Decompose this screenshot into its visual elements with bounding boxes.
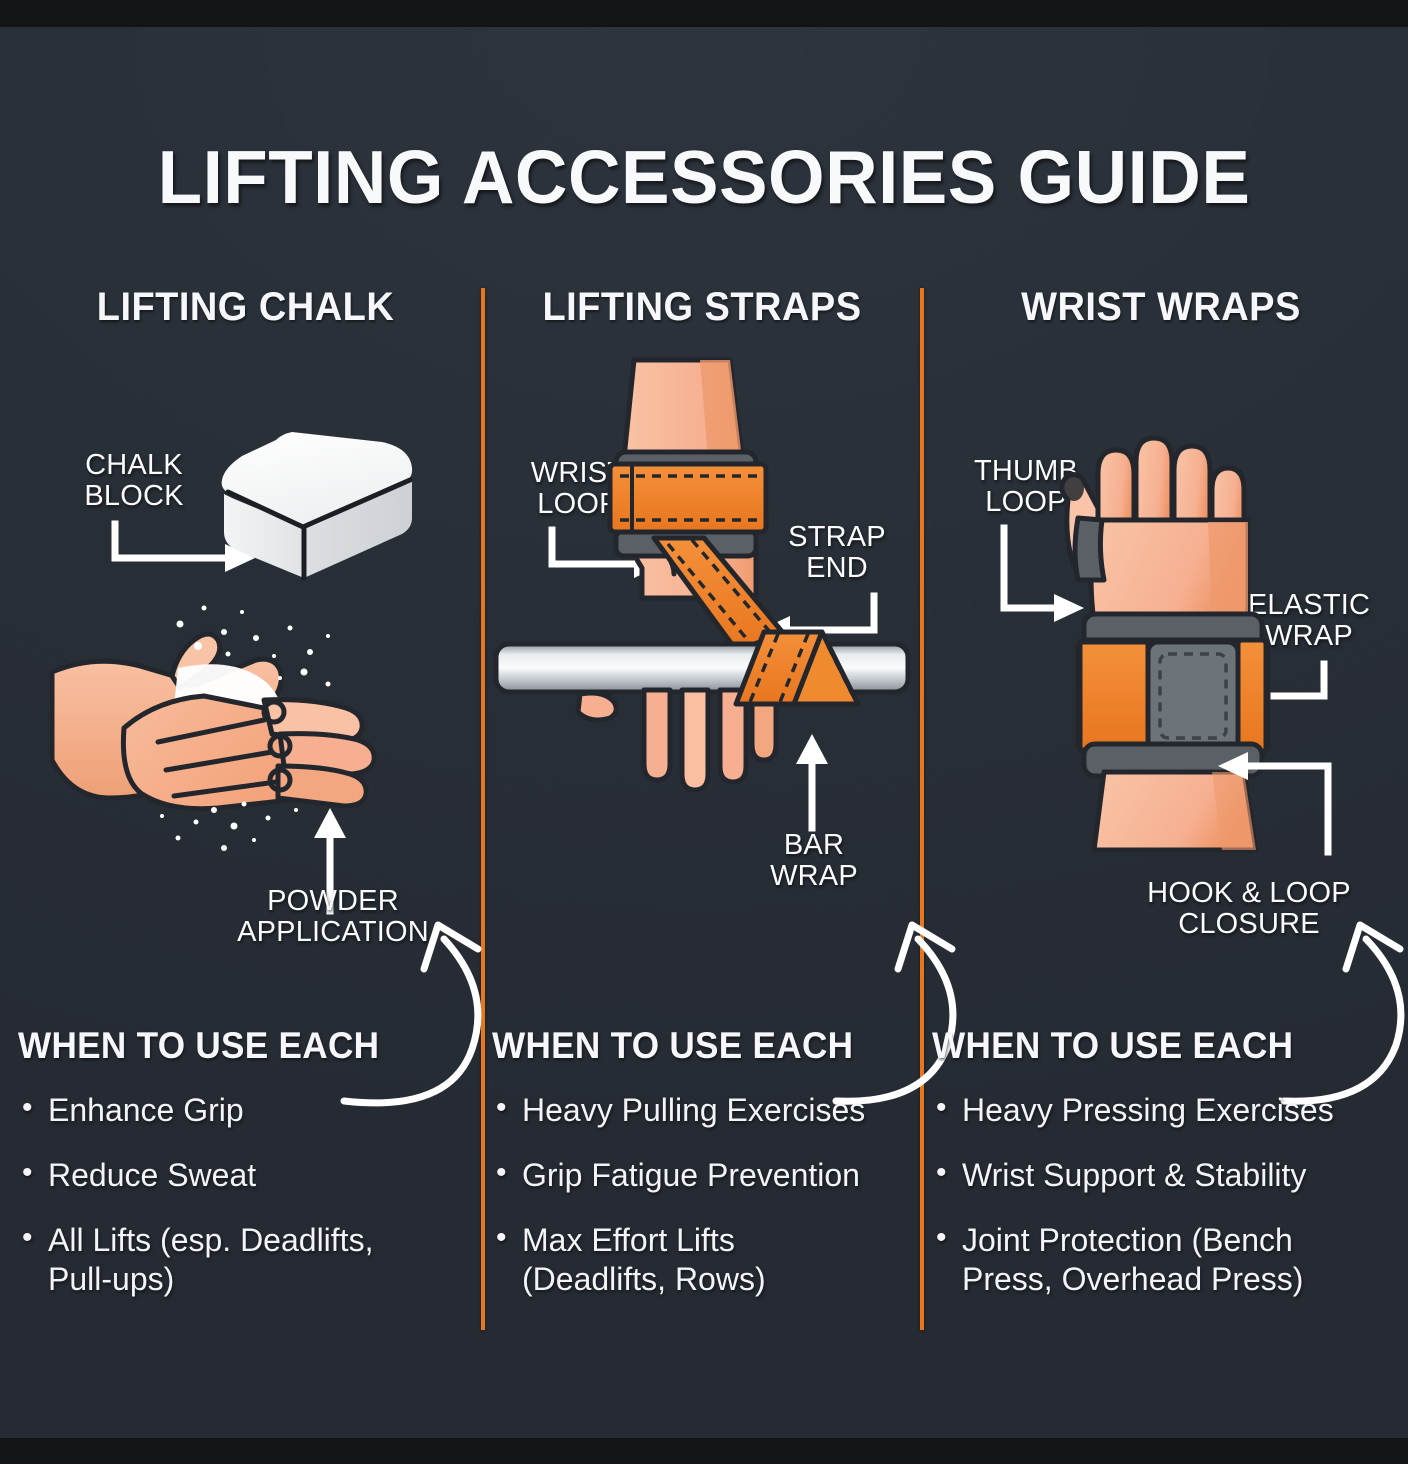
bar-wrap-arrow-icon bbox=[796, 734, 828, 832]
wrapped-hand-icon bbox=[1059, 435, 1271, 853]
when-to-use-title-2: WHEN TO USE EACH bbox=[492, 1025, 854, 1066]
list-item: Heavy Pulling Exercises bbox=[492, 1090, 912, 1130]
strapped-hand-on-bar-icon bbox=[493, 357, 911, 793]
bottom-border-band bbox=[0, 1438, 1408, 1464]
column-header-lifting-straps: LIFTING STRAPS bbox=[542, 285, 862, 329]
label-powder-application: POWDER APPLICATION bbox=[237, 885, 429, 949]
list-item: Heavy Pressing Exercises bbox=[932, 1090, 1390, 1130]
label-hook-and-loop-closure: HOOK & LOOP CLOSURE bbox=[1147, 877, 1351, 941]
label-chalk-block: CHALK BLOCK bbox=[84, 449, 184, 513]
lifting-chalk-illustration: CHALK BLOCK bbox=[18, 330, 473, 970]
list-item: Enhance Grip bbox=[18, 1090, 473, 1130]
column-wrist-wraps: WRIST WRAPS THUMB LOOP ELASTIC WRAP bbox=[932, 285, 1405, 1385]
lifting-straps-illustration: WRIST LOOP STRAP END bbox=[492, 330, 912, 970]
when-to-use-block-3: WHEN TO USE EACH Heavy Pressing Exercise… bbox=[932, 1025, 1390, 1325]
when-to-use-title-3: WHEN TO USE EACH bbox=[932, 1025, 1294, 1066]
when-to-use-list-1: Enhance Grip Reduce Sweat All Lifts (esp… bbox=[18, 1090, 473, 1299]
chalk-block-arrow-icon bbox=[111, 520, 255, 572]
when-to-use-block-1: WHEN TO USE EACH Enhance Grip Reduce Swe… bbox=[18, 1025, 473, 1325]
list-item: Wrist Support & Stability bbox=[932, 1155, 1390, 1195]
list-item: Reduce Sweat bbox=[18, 1155, 473, 1195]
label-strap-end: STRAP END bbox=[788, 521, 886, 585]
column-lifting-straps: LIFTING STRAPS WRIST LOOP STRAP END bbox=[492, 285, 957, 1385]
list-item: Max Effort Lifts (Deadlifts, Rows) bbox=[492, 1220, 792, 1299]
chalking-hands-icon bbox=[49, 605, 377, 851]
chalk-block-icon bbox=[221, 432, 413, 581]
top-border-band bbox=[0, 0, 1408, 27]
when-to-use-list-3: Heavy Pressing Exercises Wrist Support &… bbox=[932, 1090, 1390, 1299]
list-item: Grip Fatigue Prevention bbox=[492, 1155, 912, 1195]
column-divider-1 bbox=[481, 288, 485, 1330]
wrist-wraps-illustration: THUMB LOOP ELASTIC WRAP bbox=[932, 330, 1390, 970]
when-to-use-title-1: WHEN TO USE EACH bbox=[18, 1025, 380, 1066]
column-header-wrist-wraps: WRIST WRAPS bbox=[1021, 285, 1301, 329]
thumb-loop-arrow-icon bbox=[1000, 524, 1084, 622]
when-to-use-block-2: WHEN TO USE EACH Heavy Pulling Exercises… bbox=[492, 1025, 912, 1325]
column-header-lifting-chalk: LIFTING CHALK bbox=[96, 285, 395, 329]
powder-application-arrow-icon bbox=[314, 808, 346, 915]
label-elastic-wrap: ELASTIC WRAP bbox=[1247, 589, 1371, 653]
column-divider-2 bbox=[920, 288, 924, 1330]
column-lifting-chalk: LIFTING CHALK CHALK BLOCK bbox=[18, 285, 482, 1385]
label-bar-wrap: BAR WRAP bbox=[770, 829, 858, 893]
list-item: Joint Protection (Bench Press, Overhead … bbox=[932, 1220, 1322, 1299]
page-title: LIFTING ACCESSORIES GUIDE bbox=[157, 135, 1251, 219]
hook-and-loop-arrow-icon bbox=[1218, 752, 1332, 856]
list-item: All Lifts (esp. Deadlifts, Pull-ups) bbox=[18, 1220, 398, 1299]
when-to-use-list-2: Heavy Pulling Exercises Grip Fatigue Pre… bbox=[492, 1090, 912, 1299]
